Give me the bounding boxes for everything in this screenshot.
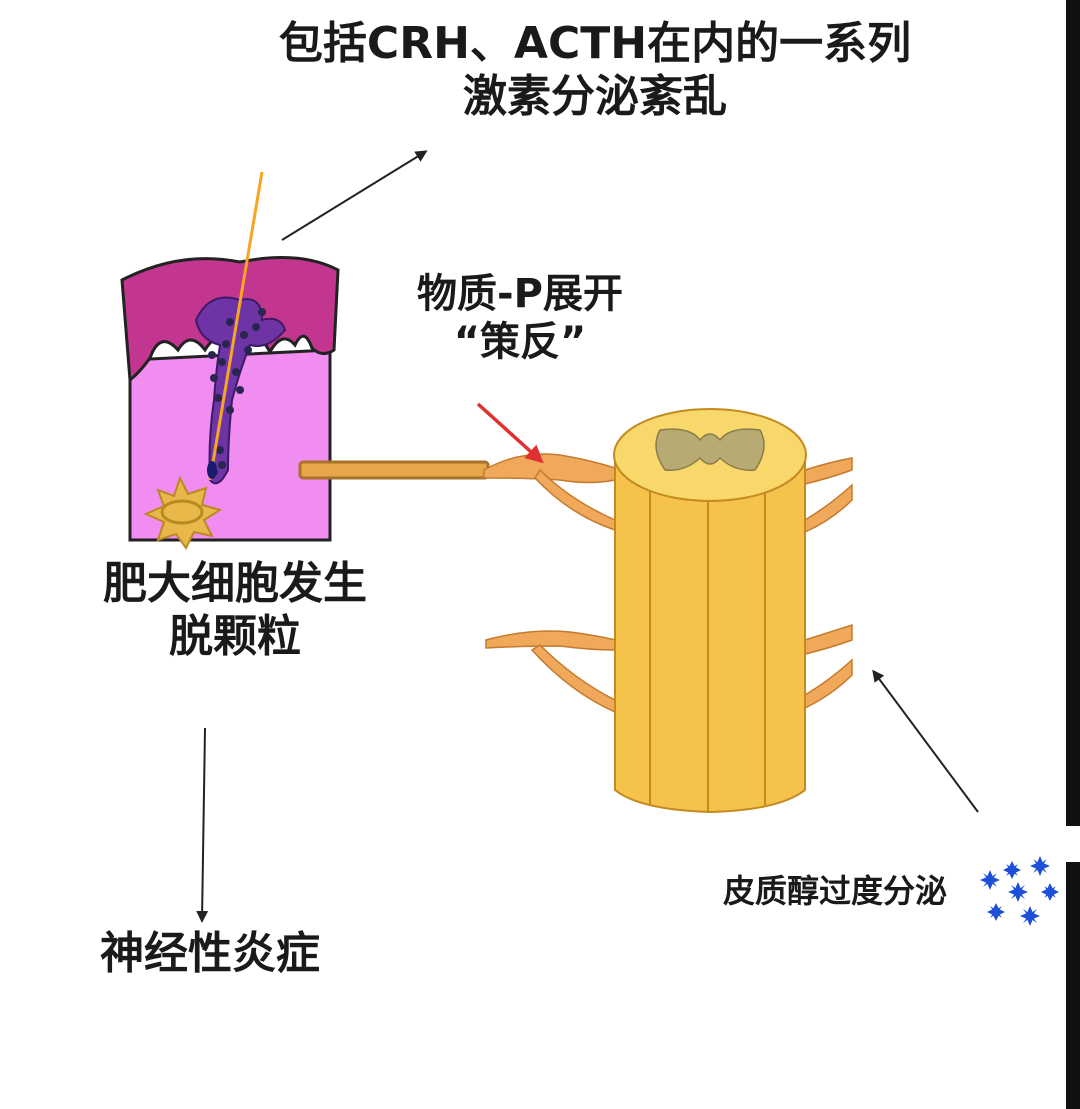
hormone-disorder-line2: 激素分泌紊乱: [463, 70, 727, 122]
nerve-root-upper-right: [804, 457, 853, 485]
arrow-cortisol-to-cord: [872, 669, 979, 813]
neuroinflammation-label: 神经性炎症: [60, 928, 360, 981]
hair-shaft: [208, 171, 264, 481]
substance-p-line2: “策反”: [453, 319, 587, 365]
mast-cell-degranulation-label: 肥大细胞发生 脱颗粒: [60, 558, 410, 664]
skin-illustration: [120, 171, 340, 550]
follicle-granules: [208, 308, 266, 476]
red-arrow-substance-p: [476, 402, 544, 464]
right-edge-bar-lower: [1066, 862, 1080, 1109]
hormone-disorder-line1: 包括CRH、ACTH在内的一系列: [278, 18, 912, 69]
nerve-root-lower-right: [804, 623, 853, 655]
arrow-to-hormone-label: [281, 150, 428, 241]
spinal-cord-illustration: [483, 408, 853, 814]
nerve-connector: [298, 460, 490, 480]
substance-p-line1: 物质-P展开: [417, 271, 623, 317]
cortisol-label: 皮质醇过度分泌: [690, 872, 980, 910]
substance-p-label: 物质-P展开 “策反”: [360, 270, 680, 366]
nerve-root-lower-left: [485, 630, 616, 651]
cortisol-text: 皮质醇过度分泌: [722, 872, 947, 910]
cortisol-particles-icon: [980, 856, 1059, 926]
arrow-to-neuroinflammation: [196, 727, 209, 923]
hormone-disorder-label: 包括CRH、ACTH在内的一系列 激素分泌紊乱: [230, 18, 960, 124]
neuroinflammation-text: 神经性炎症: [100, 928, 320, 979]
mast-cell-line1: 肥大细胞发生: [103, 558, 367, 609]
mast-cell-line2: 脱颗粒: [169, 610, 301, 662]
right-edge-bar-upper: [1066, 0, 1080, 826]
gray-matter: [655, 428, 765, 471]
spinal-cord-body: [614, 454, 806, 814]
